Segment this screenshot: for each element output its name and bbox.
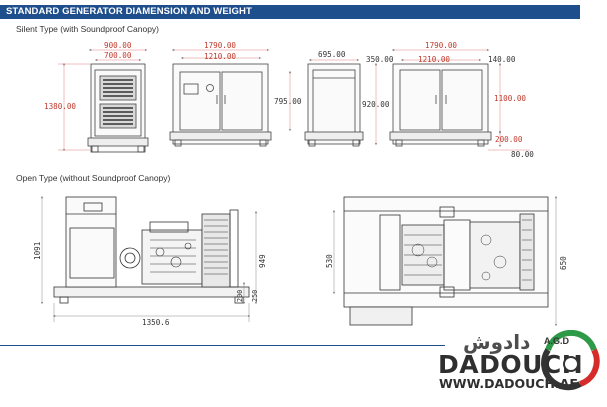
dim-rear-left: 350.00 (366, 55, 394, 64)
dim-open-side-height: 949 (258, 254, 267, 268)
dim-rear-base: 200.00 (495, 135, 523, 144)
page-title: STANDARD GENERATOR DIAMENSION AND WEIGHT (6, 6, 252, 17)
open-side-view (53, 196, 250, 304)
dim-front-overall: 900.00 (104, 41, 132, 50)
dim-side-height: 795.00 (274, 97, 302, 106)
brand-arabic-name: دادوش (463, 330, 531, 354)
dim-front-inner: 700.00 (104, 51, 132, 60)
silent-front-dim-lines (58, 48, 148, 152)
brand-website: WWW.DADOUCH.AE (439, 376, 578, 391)
header-bar: STANDARD GENERATOR DIAMENSION AND WEIGHT (0, 5, 580, 19)
silent-type-label: Silent Type (with Soundproof Canopy) (16, 24, 160, 34)
footer-rule (0, 345, 445, 346)
dim-side-inner: 1210.00 (204, 52, 236, 61)
dim-open-side-left-height: 1091 (33, 241, 42, 260)
dim-open-side-skid: 200 (236, 290, 244, 302)
dim-rear-foot: 80.00 (511, 150, 534, 159)
dim-rear-overall: 1790.00 (425, 41, 457, 50)
dim-open-side-base: 250 (251, 290, 259, 302)
silent-side-dim-lines (171, 48, 292, 132)
dim-rear-height: 1100.00 (494, 94, 526, 103)
open-top-view (343, 196, 549, 326)
dim-open-side-length: 1350.6 (142, 318, 170, 327)
brand-name: DADOUCH (438, 350, 584, 379)
open-type-label: Open Type (without Soundproof Canopy) (16, 173, 171, 183)
silent-side-view (169, 63, 272, 147)
silent-rear-dim-lines (391, 48, 530, 151)
dim-open-top-depth: 530 (325, 254, 334, 268)
brand-initials: A.G.D (544, 336, 570, 346)
dim-rear-right: 140.00 (488, 55, 516, 64)
generator-drawings: 900.00 700.00 1380.00 1790.00 1210.00 79… (33, 41, 568, 327)
dim-front-height: 1380.00 (44, 102, 76, 111)
brand-logo-icon (541, 330, 600, 391)
silent-end-view (304, 63, 364, 147)
dim-open-top-overall: 650 (559, 256, 568, 270)
dim-rear-inner: 1210.00 (418, 55, 450, 64)
dim-end-width: 695.00 (318, 50, 346, 59)
dim-end-height: 920.00 (362, 100, 390, 109)
dim-side-overall: 1790.00 (204, 41, 236, 50)
silent-front-view (87, 63, 149, 153)
silent-end-dim-lines (308, 58, 378, 146)
open-top-dim-lines (332, 195, 558, 327)
silent-rear-view (389, 63, 492, 147)
open-side-dim-lines (40, 195, 258, 322)
